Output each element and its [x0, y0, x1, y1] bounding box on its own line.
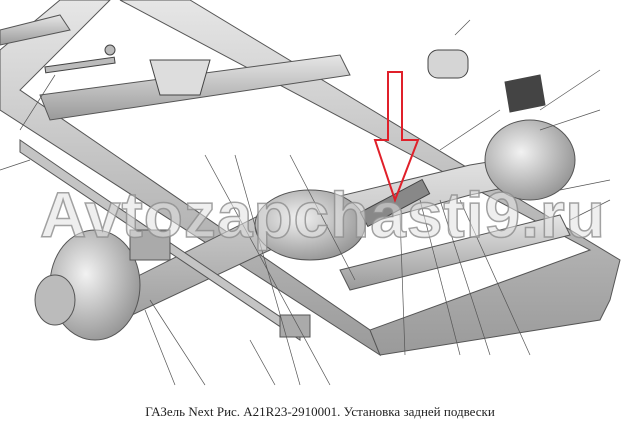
frame-cross-member-rear — [339, 214, 571, 291]
rear-suspension-diagram — [0, 0, 621, 386]
bracket — [149, 59, 211, 96]
bolt — [44, 56, 116, 74]
right-brake-drum — [484, 119, 576, 201]
frame-right-rail — [119, 0, 621, 356]
frame — [0, 0, 621, 357]
shock-absorber — [359, 178, 431, 228]
left-hub — [34, 274, 76, 326]
bump-stop-upper — [427, 49, 469, 79]
differential-housing — [254, 189, 366, 261]
figure-caption: ГАЗель Next Рис. A21R23-2910001. Установ… — [145, 404, 495, 419]
red-arrow-indicator — [373, 71, 420, 203]
leader-lines — [0, 19, 611, 386]
nut — [104, 44, 116, 56]
leaf-spring — [19, 139, 311, 341]
parts — [44, 44, 546, 228]
rear-axle — [34, 119, 576, 341]
frame-cross-member-top — [0, 14, 71, 46]
bump-stop-bracket — [504, 74, 546, 113]
